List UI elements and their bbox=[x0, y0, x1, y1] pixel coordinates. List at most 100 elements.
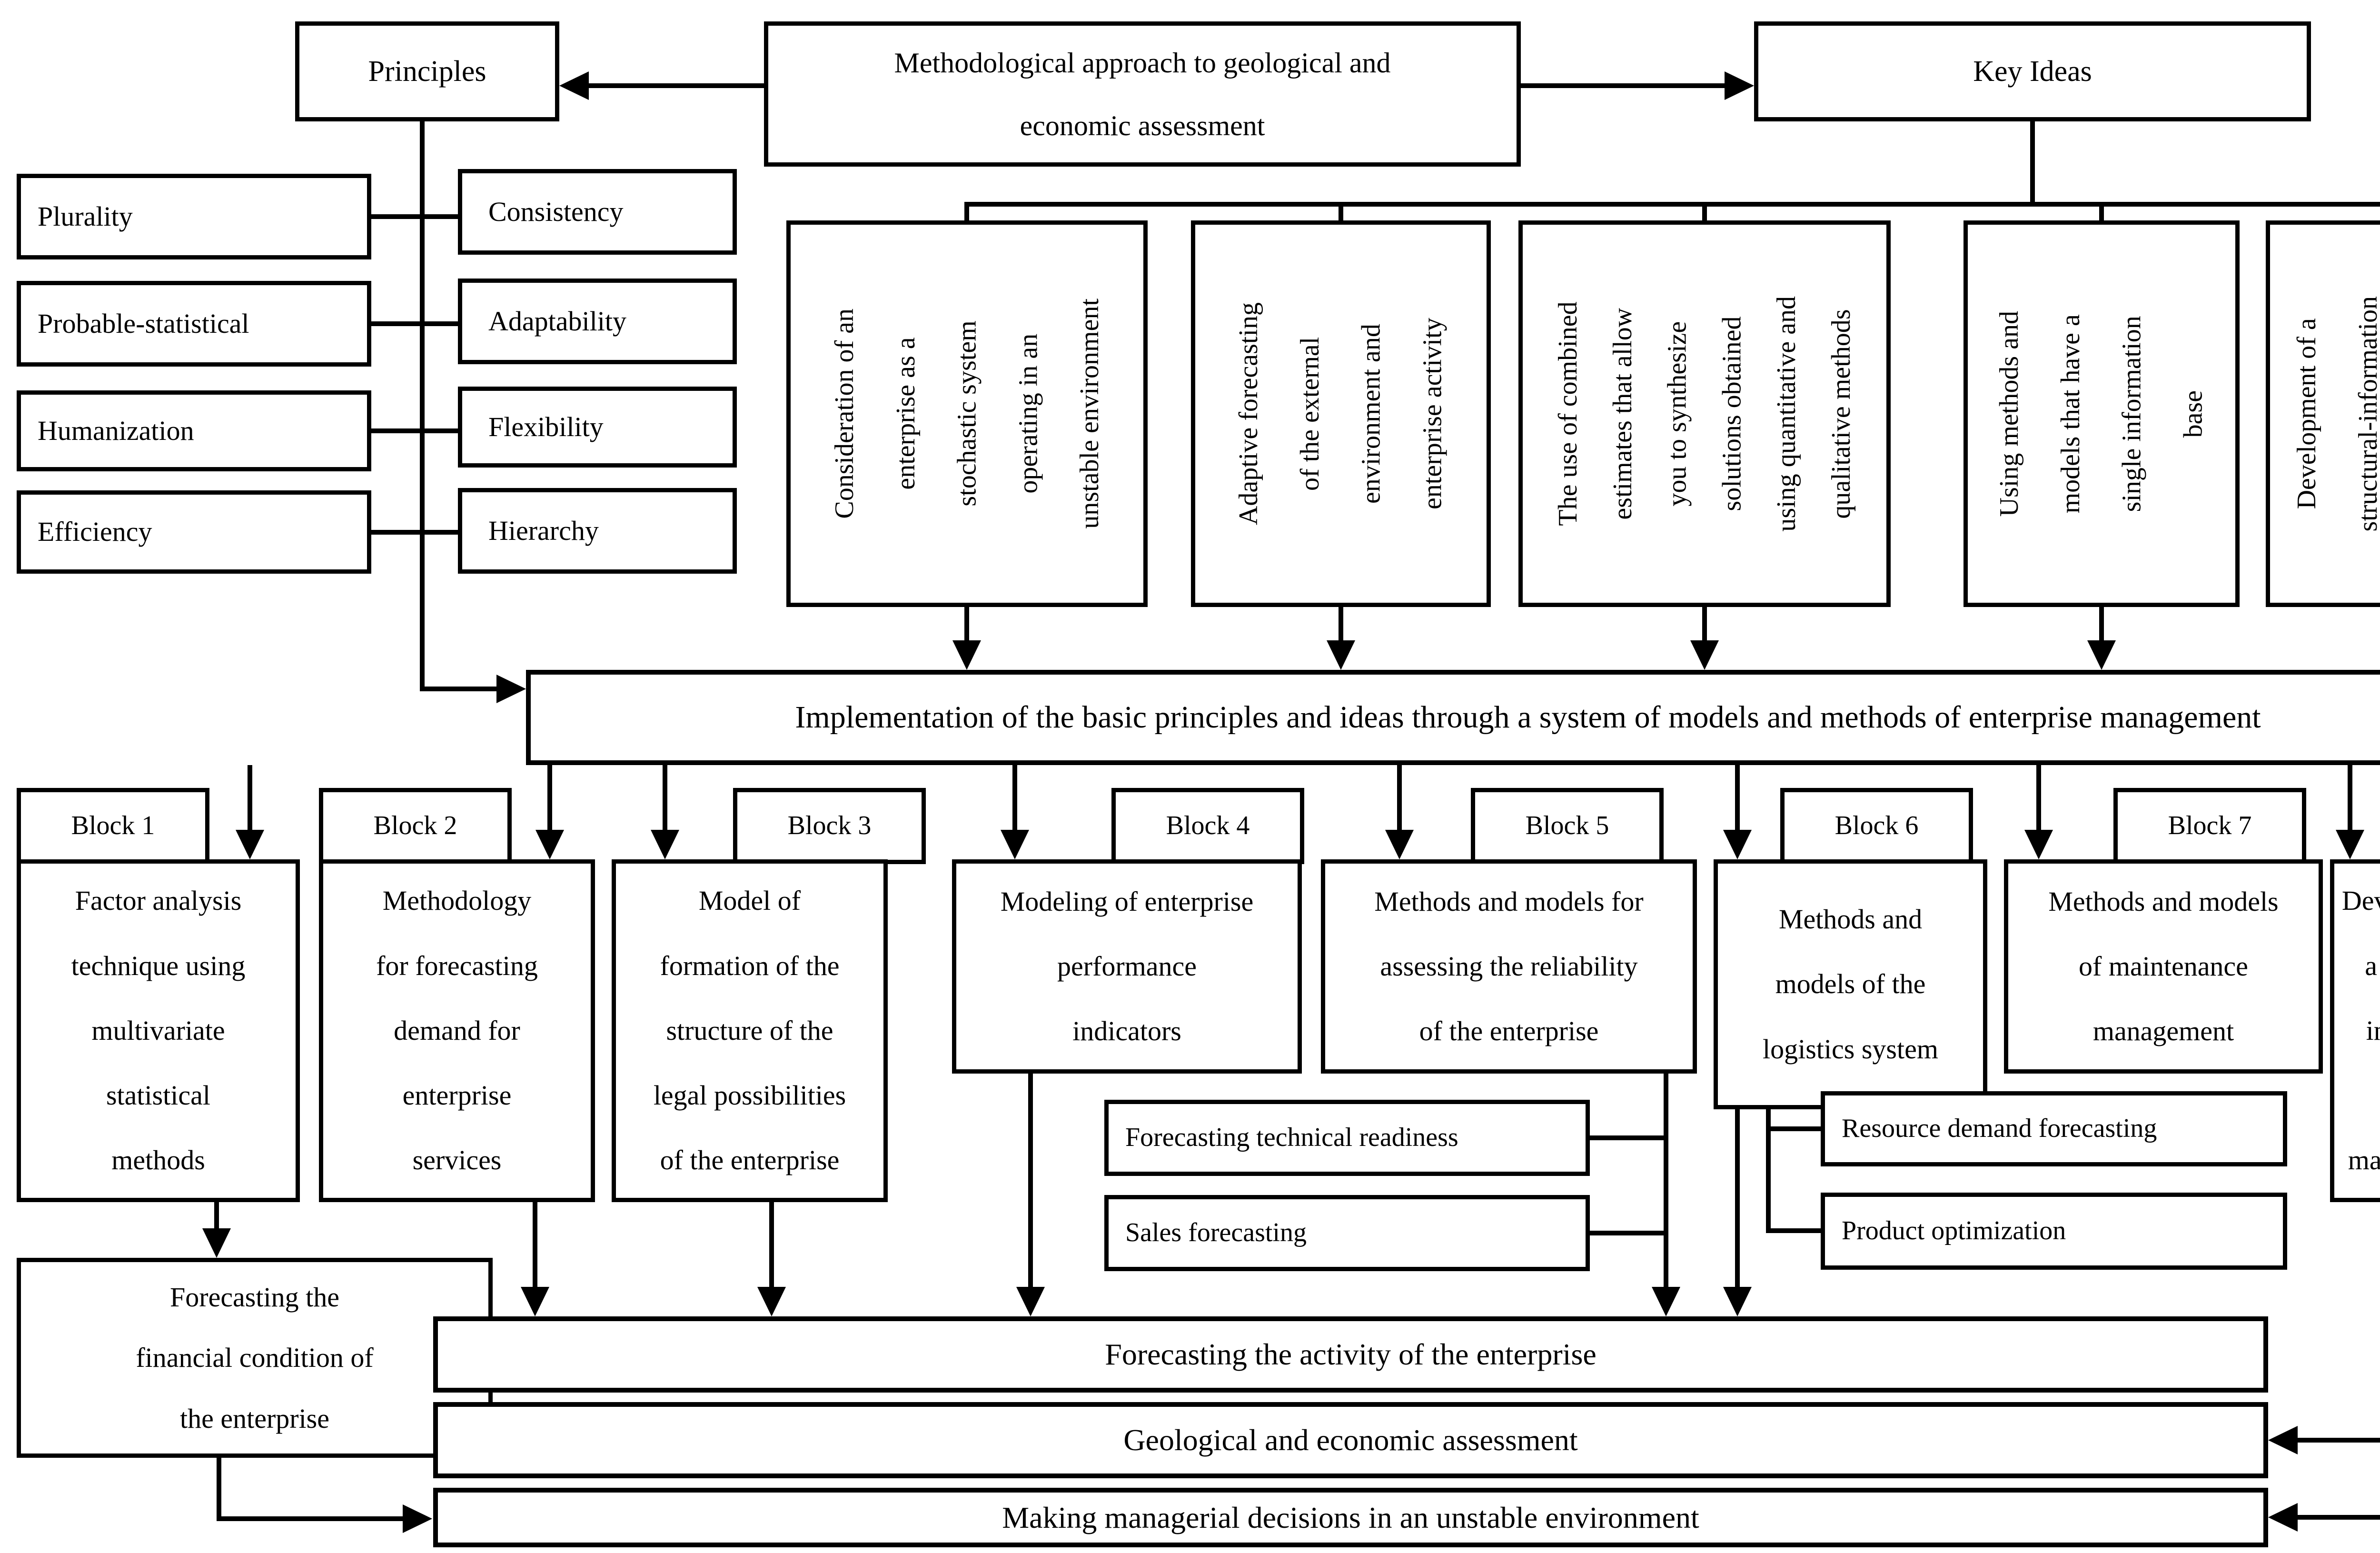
arrow-left-icon bbox=[2268, 1426, 2298, 1454]
connector-line bbox=[217, 1516, 405, 1521]
connector-line bbox=[2348, 765, 2352, 832]
principle-item-efficiency: Efficiency bbox=[17, 490, 371, 574]
arrow-down-icon bbox=[757, 1287, 786, 1316]
connector-line bbox=[1664, 1074, 1668, 1290]
key-idea-text: The use of combined estimates that allow… bbox=[1553, 296, 1856, 532]
connector-line bbox=[1590, 1135, 1668, 1140]
product-optimization-box: Product optimization bbox=[1821, 1193, 2287, 1270]
block-box-3: Model of formation of the structure of t… bbox=[612, 859, 888, 1202]
connector-line bbox=[2036, 765, 2041, 832]
key-idea-text: Using methods and models that have a sin… bbox=[1994, 310, 2208, 517]
block-box-5: Methods and models for assessing the rel… bbox=[1321, 859, 1697, 1074]
block-box-6: Methods and models of the logistics syst… bbox=[1714, 859, 1987, 1109]
connector-line bbox=[1590, 1231, 1668, 1235]
connector-line bbox=[1702, 607, 1707, 645]
arrow-down-icon bbox=[1723, 830, 1752, 859]
principle-item-consistency: Consistency bbox=[458, 169, 737, 255]
connector-line bbox=[248, 765, 252, 832]
connector-line bbox=[2099, 202, 2104, 220]
block-box-4: Modeling of enterprise performance indic… bbox=[952, 859, 1302, 1074]
key-idea-text: Adaptive forecasting of the external env… bbox=[1234, 302, 1448, 526]
connector-line bbox=[533, 1202, 537, 1290]
connector-line bbox=[2294, 1515, 2380, 1520]
forecasting-activity-banner: Forecasting the activity of the enterpri… bbox=[433, 1316, 2268, 1393]
block-label-4: Block 4 bbox=[1111, 788, 1304, 864]
arrow-down-icon bbox=[1001, 830, 1029, 859]
block-box-2: Methodology for forecasting demand for e… bbox=[319, 859, 595, 1202]
connector-line bbox=[2294, 1438, 2380, 1443]
connector-line bbox=[1012, 765, 1017, 832]
arrow-left-icon bbox=[2268, 1503, 2298, 1532]
connector-line bbox=[1735, 765, 1740, 832]
connector-line bbox=[964, 202, 2380, 207]
connector-line bbox=[1339, 607, 1343, 645]
connector-line bbox=[1735, 1109, 1740, 1290]
connector-line bbox=[1766, 1126, 1821, 1131]
arrow-down-icon bbox=[1652, 1287, 1680, 1316]
arrow-down-icon bbox=[2087, 640, 2116, 670]
arrow-down-icon bbox=[651, 830, 679, 859]
connector-line bbox=[1766, 1228, 1821, 1233]
block-label-1: Block 1 bbox=[17, 788, 209, 864]
arrow-left-icon bbox=[559, 71, 589, 100]
arrow-down-icon bbox=[202, 1228, 231, 1258]
principle-item-probable-statistical: Probable-statistical bbox=[17, 281, 371, 367]
connector-line bbox=[585, 83, 766, 88]
block-label-6: Block 6 bbox=[1780, 788, 1973, 864]
arrow-down-icon bbox=[236, 830, 264, 859]
connector-line bbox=[371, 321, 458, 326]
principle-item-plurality: Plurality bbox=[17, 174, 371, 259]
managerial-decisions-banner: Making managerial decisions in an unstab… bbox=[433, 1488, 2268, 1547]
key-idea-box: Adaptive forecasting of the external env… bbox=[1191, 220, 1491, 607]
financial-condition-box: Forecasting the financial condition of t… bbox=[17, 1258, 493, 1458]
block-box-7: Methods and models of maintenance manage… bbox=[2004, 859, 2323, 1074]
connector-line bbox=[420, 121, 425, 691]
key-idea-box: The use of combined estimates that allow… bbox=[1518, 220, 1891, 607]
connector-line bbox=[663, 765, 667, 832]
resource-demand-forecasting-box: Resource demand forecasting bbox=[1821, 1091, 2287, 1166]
connector-line bbox=[1766, 1109, 1771, 1233]
principle-item-hierarchy: Hierarchy bbox=[458, 488, 737, 574]
key-idea-box: Development of a structural-information … bbox=[2266, 220, 2380, 607]
connector-line bbox=[2099, 607, 2104, 645]
connector-line bbox=[371, 214, 458, 219]
key-idea-box: Using methods and models that have a sin… bbox=[1964, 220, 2240, 607]
connector-line bbox=[420, 687, 501, 691]
block-label-2: Block 2 bbox=[319, 788, 512, 864]
implementation-banner: Implementation of the basic principles a… bbox=[526, 670, 2380, 765]
arrow-down-icon bbox=[1690, 640, 1719, 670]
block-box-8: Development of a structural- information… bbox=[2330, 859, 2380, 1202]
method-approach-box: Methodological approach to geological an… bbox=[764, 21, 1521, 167]
connector-line bbox=[371, 530, 458, 535]
principle-item-adaptability: Adaptability bbox=[458, 279, 737, 364]
key-idea-text: Consideration of an enterprise as a stoc… bbox=[829, 299, 1104, 529]
arrow-right-icon bbox=[403, 1504, 432, 1533]
principle-item-flexibility: Flexibility bbox=[458, 387, 737, 468]
principle-item-humanization: Humanization bbox=[17, 390, 371, 471]
connector-line bbox=[769, 1202, 774, 1290]
connector-line bbox=[217, 1458, 221, 1521]
block-box-1: Factor analysis technique using multivar… bbox=[17, 859, 300, 1202]
arrow-down-icon bbox=[521, 1287, 549, 1316]
principles-box: Principles bbox=[295, 21, 559, 121]
forecasting-technical-readiness-box: Forecasting technical readiness bbox=[1104, 1100, 1590, 1176]
connector-line bbox=[547, 765, 552, 832]
arrow-down-icon bbox=[536, 830, 564, 859]
arrow-down-icon bbox=[952, 640, 981, 670]
key-ideas-box: Key Ideas bbox=[1754, 21, 2311, 121]
arrow-right-icon bbox=[496, 675, 526, 703]
connector-line bbox=[1702, 202, 1707, 220]
arrow-down-icon bbox=[1327, 640, 1355, 670]
arrow-down-icon bbox=[2336, 830, 2364, 859]
key-idea-box: Consideration of an enterprise as a stoc… bbox=[786, 220, 1148, 607]
connector-line bbox=[964, 607, 969, 645]
connector-line bbox=[1339, 202, 1343, 220]
block-label-5: Block 5 bbox=[1471, 788, 1664, 864]
arrow-down-icon bbox=[1016, 1287, 1045, 1316]
connector-line bbox=[371, 428, 458, 433]
sales-forecasting-box: Sales forecasting bbox=[1104, 1195, 1590, 1271]
block-label-7: Block 7 bbox=[2113, 788, 2306, 864]
connector-line bbox=[2030, 121, 2035, 202]
geological-assessment-banner: Geological and economic assessment bbox=[433, 1402, 2268, 1478]
arrow-right-icon bbox=[1725, 71, 1754, 100]
